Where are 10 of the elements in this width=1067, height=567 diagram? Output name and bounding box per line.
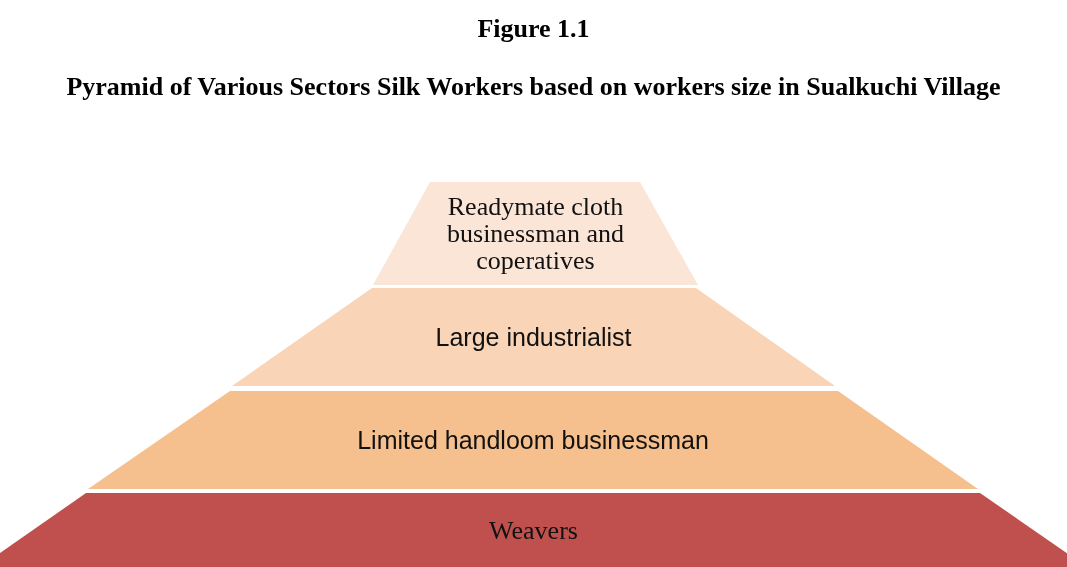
pyramid-tier bbox=[0, 493, 1067, 567]
figure-subtitle: Pyramid of Various Sectors Silk Workers based on workers size in Sualkuchi Village bbox=[65, 71, 1002, 103]
pyramid-tier bbox=[373, 182, 698, 285]
tier-label: Weavers bbox=[489, 516, 578, 544]
pyramid-tier bbox=[232, 288, 835, 386]
figure-title: Figure 1.1 bbox=[476, 13, 591, 45]
tier-label: Limited handloom businessman bbox=[357, 427, 709, 453]
tier-label: Large industrialist bbox=[435, 324, 632, 350]
tier-label: Readymate cloth businessman and coperatives bbox=[446, 193, 625, 274]
pyramid-tier bbox=[88, 391, 978, 489]
